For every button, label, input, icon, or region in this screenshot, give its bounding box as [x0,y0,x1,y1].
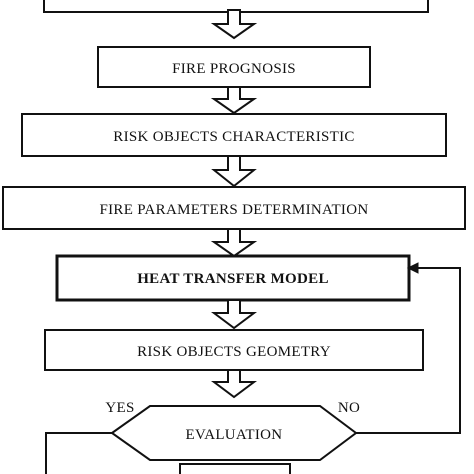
no-feedback-line [356,267,461,434]
yes-label: YES [105,400,134,416]
flow-arrow [211,299,257,330]
bottom-process-box [179,463,291,474]
fire-prognosis-label: FIRE PROGNOSIS [172,61,296,77]
fire-parameters-determination-box [2,186,466,230]
no-label: NO [338,400,360,416]
risk-objects-geometry-label: RISK OBJECTS GEOMETRY [137,344,331,360]
flow-arrow [211,155,257,188]
fire-prognosis-box [97,46,371,88]
heat-transfer-model-box [55,254,411,302]
evaluation-label: EVALUATION [186,427,283,443]
feedback-arrowhead [406,262,419,274]
yes-branch-line [45,432,112,474]
risk-objects-characteristic-label: RISK OBJECTS CHARACTERISTIC [113,129,354,145]
flow-arrow [210,228,258,258]
flow-arrow [210,86,258,115]
fire-parameters-determination-label: FIRE PARAMETERS DETERMINATION [100,202,369,218]
flow-arrow [211,369,257,399]
flow-arrow [210,9,258,40]
heat-transfer-model-label: HEAT TRANSFER MODEL [137,271,329,287]
